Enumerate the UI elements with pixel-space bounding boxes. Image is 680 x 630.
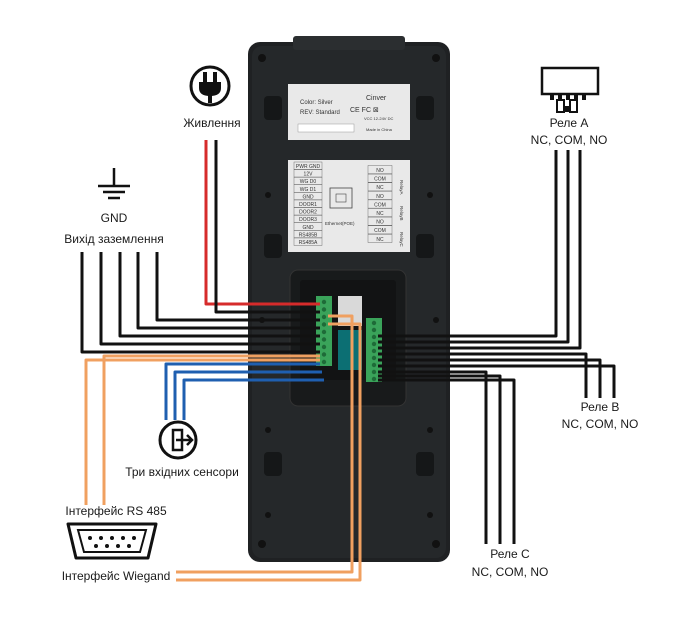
- sticker-line2: Made in China: [366, 127, 393, 132]
- wire-relay-a-no: [378, 150, 582, 350]
- wire-relay-b-no: [378, 364, 616, 398]
- pin-label-right: NO: [376, 220, 384, 226]
- pin-label-right: COM: [374, 202, 386, 208]
- relay-tag: RelayC: [399, 232, 404, 248]
- sticker-rev: REV: Standard: [300, 110, 340, 116]
- label-relay-b: Реле B: [581, 400, 620, 414]
- pin-label-left: WG D1: [300, 187, 317, 193]
- wire-sensor-2: [173, 370, 322, 420]
- pin-label-left: GND: [302, 225, 314, 231]
- wire-gnd-2: [136, 252, 320, 330]
- sticker-brand: Cinver: [366, 95, 387, 102]
- pin-label-left: PWR GND: [296, 164, 321, 170]
- wire-gnd-4: [99, 252, 320, 346]
- wire-power-black: [214, 140, 320, 314]
- ground-icon: [98, 168, 130, 200]
- pin-label-left: DOOR1: [299, 202, 317, 208]
- wire-rs485-b: [102, 354, 320, 505]
- sticker-color: Color: Silver: [300, 100, 333, 106]
- pin-label-right: COM: [374, 228, 386, 234]
- sticker-line1: VCC 12-24V DC: [364, 116, 393, 121]
- wire-relay-b-nc: [378, 352, 588, 398]
- label-relay-c-pins: NC, COM, NO: [472, 565, 549, 579]
- pin-label-left: GND: [302, 194, 314, 200]
- label-relay-a-pins: NC, COM, NO: [531, 133, 608, 147]
- wire-wiegand-d0: [176, 314, 354, 574]
- wire-wiegand-d1: [176, 322, 362, 582]
- power-plug-icon: [189, 65, 231, 107]
- pin-label-left: 12V: [304, 172, 314, 178]
- pin-label-right: NO: [376, 194, 384, 200]
- wire-power-red: [204, 140, 320, 306]
- relay-icon: [540, 66, 600, 113]
- label-relay-a: Реле A: [550, 116, 589, 130]
- label-wiegand: Інтерфейс Wiegand: [62, 569, 171, 583]
- wire-gnd-1: [155, 252, 320, 322]
- pin-label-left: WG D0: [300, 179, 317, 185]
- label-rs485: Інтерфейс RS 485: [65, 504, 167, 518]
- ethernet-port-drawing: [329, 187, 353, 209]
- pin-label-right: COM: [374, 177, 386, 183]
- wire-sensor-3: [182, 378, 324, 420]
- pin-label-left: DOOR3: [299, 217, 317, 223]
- pin-label-right: NO: [376, 168, 384, 174]
- wire-sensor-1: [164, 362, 320, 420]
- wire-relay-a-nc: [378, 150, 558, 338]
- wire-relay-c-no: [378, 378, 516, 544]
- label-power: Живлення: [183, 116, 240, 130]
- label-sensors: Три вхідних сенсори: [125, 465, 239, 479]
- sticker-marks: CE FC ⊠: [350, 107, 379, 114]
- label-gnd: GND: [101, 211, 128, 225]
- label-relay-b-pins: NC, COM, NO: [562, 417, 639, 431]
- ethernet-label: Ethernet(POE): [325, 221, 355, 226]
- relay-tag: RelayB: [399, 206, 404, 221]
- relay-tag: RelayA: [399, 180, 404, 195]
- wire-relay-c-com: [378, 374, 502, 544]
- pin-label-left: RS485A: [299, 240, 318, 246]
- wire-relay-a-com: [378, 150, 570, 344]
- label-ground-output: Вихід заземлення: [64, 232, 163, 246]
- db9-connector-icon: [66, 522, 158, 560]
- pin-label-left: RS485B: [299, 232, 318, 238]
- wire-relay-c-nc: [378, 370, 488, 544]
- ethernet-jack: [338, 330, 362, 370]
- pin-label-left: DOOR2: [299, 210, 317, 216]
- label-relay-c: Реле C: [490, 547, 530, 561]
- sensor-exit-icon: [158, 420, 198, 460]
- wire-gnd-3: [118, 252, 320, 338]
- wire-relay-b-com: [378, 358, 602, 398]
- product-label-sticker: Color: Silver REV: Standard Cinver CE FC…: [288, 84, 410, 140]
- pin-label-right: NC: [376, 237, 384, 243]
- board-chip-label: [338, 296, 362, 326]
- right-pin-list: NO COM NC NO COM NC NO COM NC RelayA RelayB RelayC: [367, 165, 404, 248]
- wire-gnd-5: [80, 252, 320, 354]
- wire-rs485-a: [84, 358, 320, 505]
- pin-label-right: NC: [376, 185, 384, 191]
- pin-label-right: NC: [376, 211, 384, 217]
